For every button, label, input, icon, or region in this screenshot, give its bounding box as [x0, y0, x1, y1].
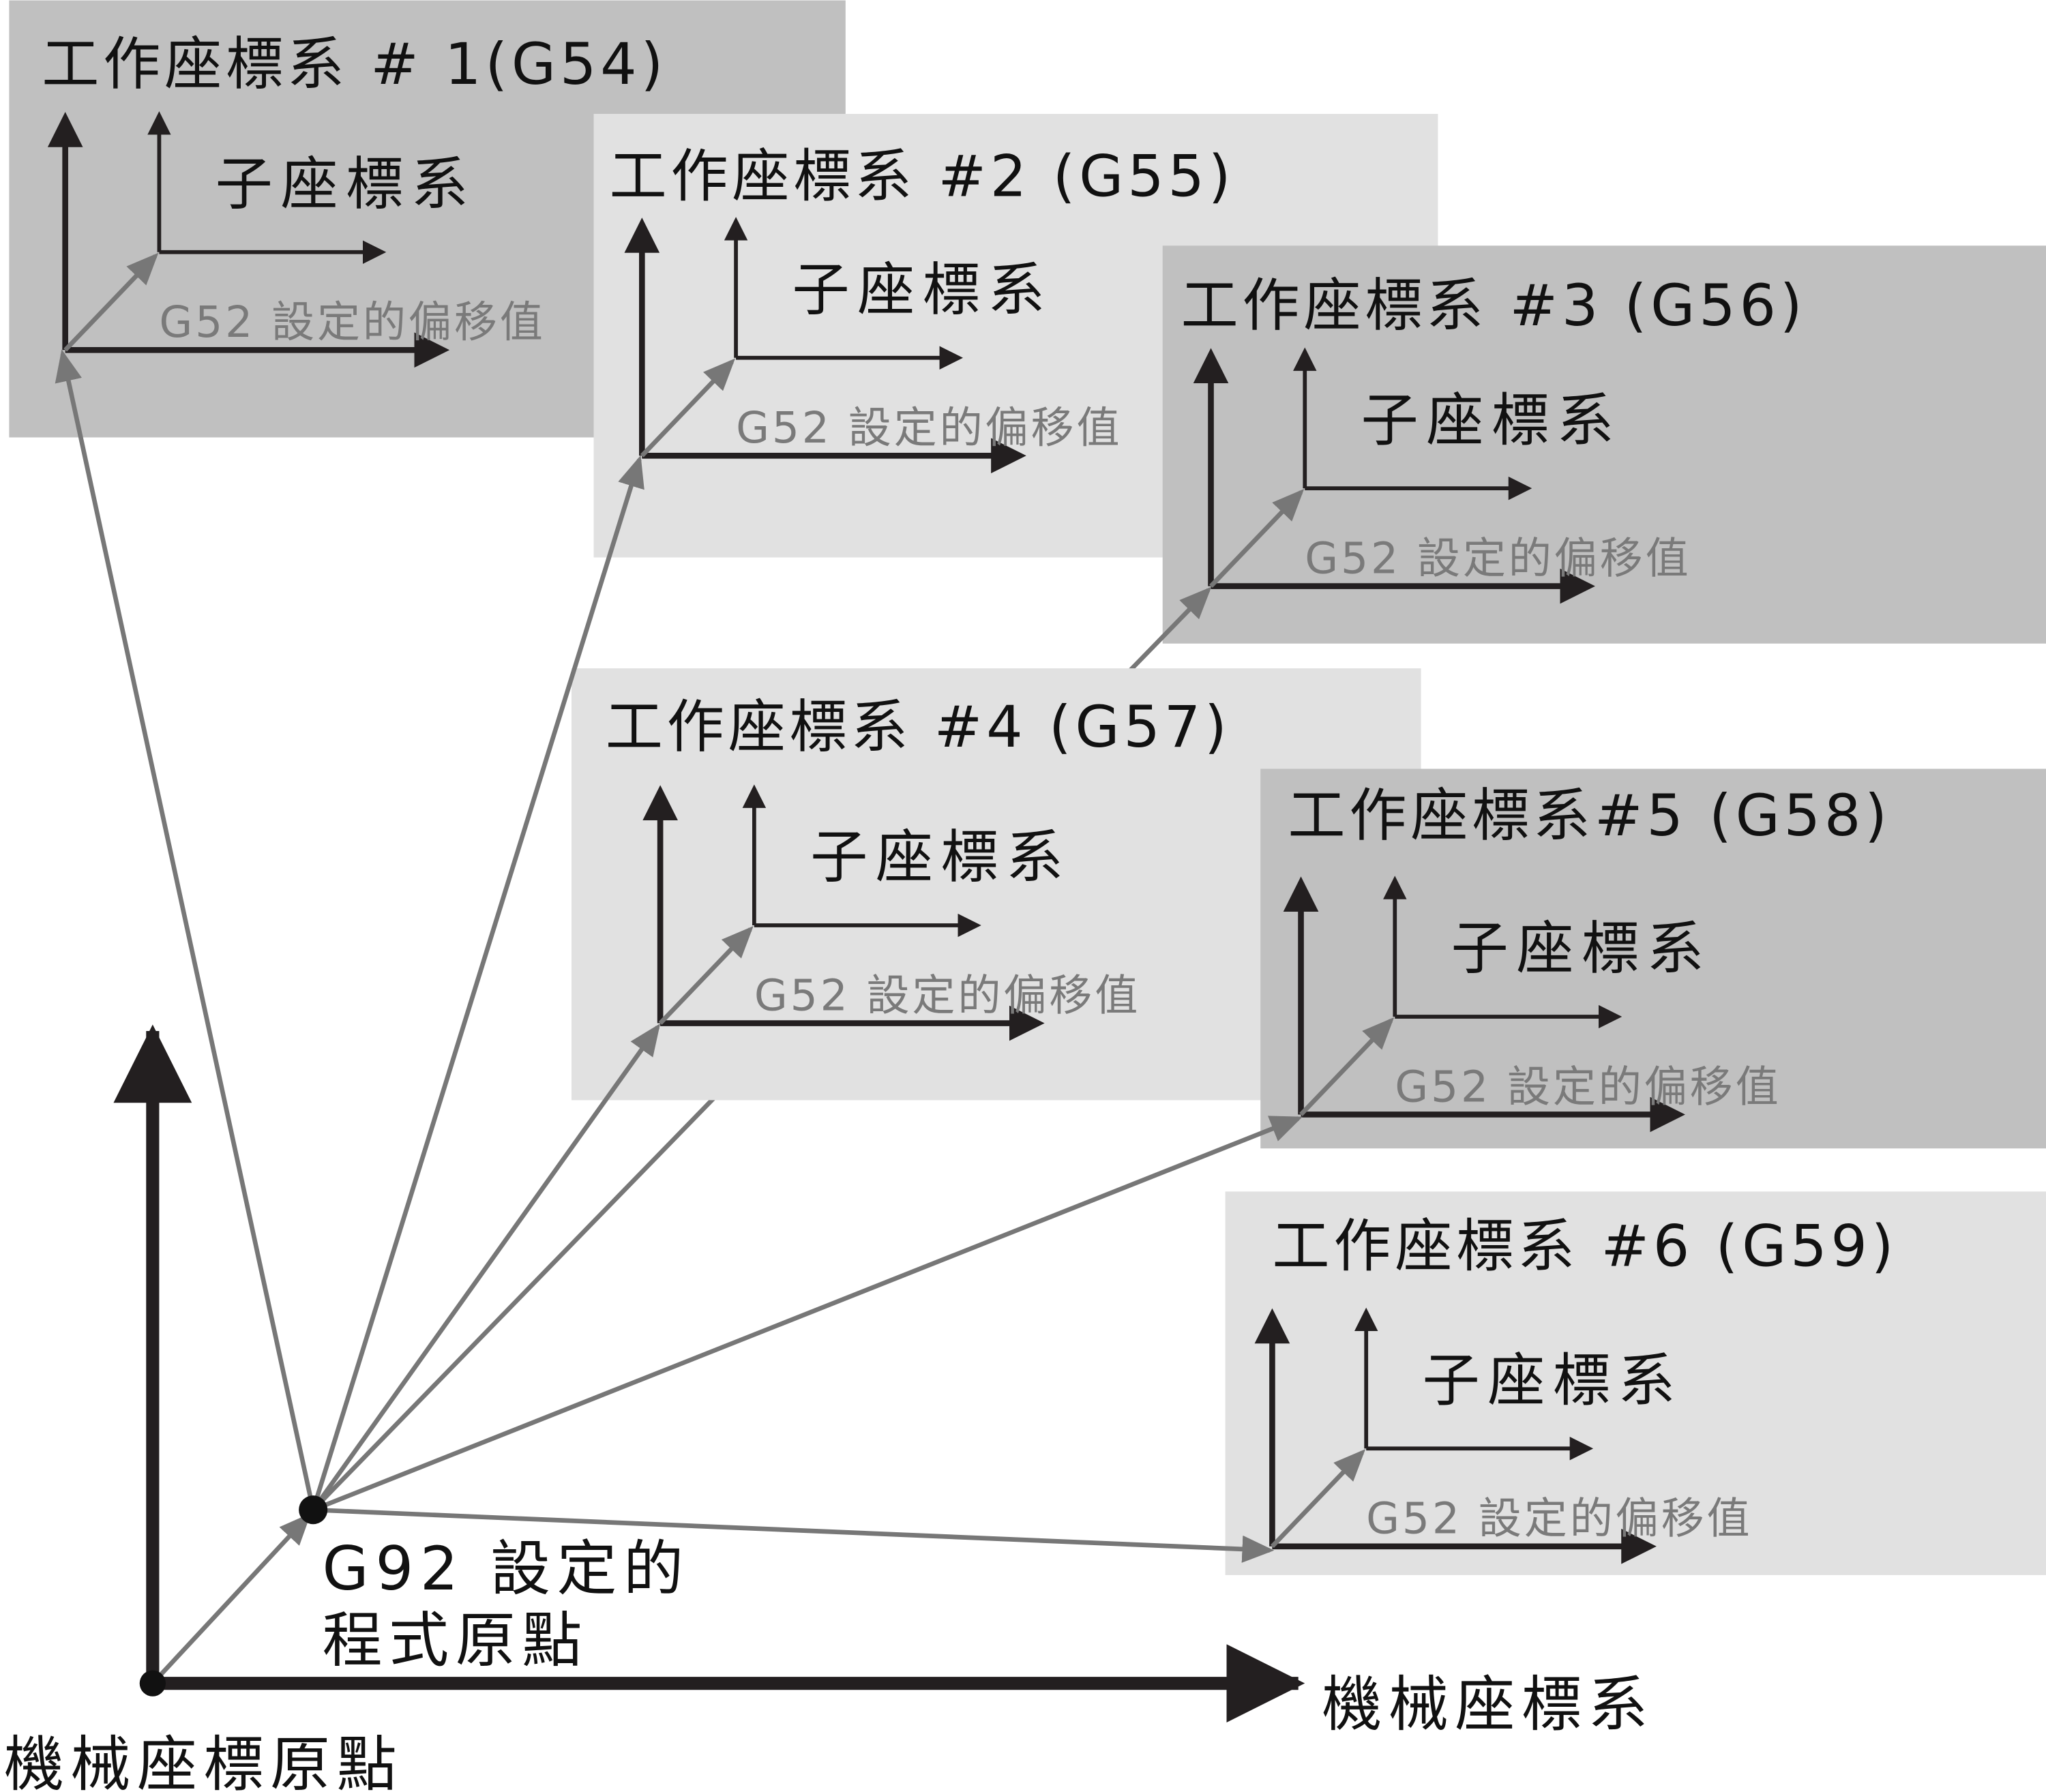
offset-arrows [55, 349, 1303, 1563]
work-system-title: 工作座標系#5 (G58) [1288, 782, 1891, 849]
machine-origin-label: 機械座標原點 [4, 1729, 403, 1792]
machine-coordinate-system: G92 設定的 程式原點 機械座標系 機械座標原點 [4, 1024, 1655, 1792]
g52-offset-label: G52 設定的偏移值 [736, 402, 1122, 453]
work-system-panel [1162, 245, 2046, 644]
sub-coordinate-label: 子座標系 [1422, 1347, 1683, 1414]
g52-offset-label: G52 設定的偏移值 [1395, 1061, 1781, 1111]
work-system-title: 工作座標系 #4 (G57) [606, 693, 1231, 760]
program-origin-dot [299, 1495, 328, 1525]
program-to-work-5-arrow [312, 1116, 1303, 1512]
g52-offset-label: G52 設定的偏移值 [1366, 1493, 1752, 1544]
machine-axis-label: 機械座標系 [1322, 1669, 1655, 1739]
work-system-panel [1260, 768, 2046, 1149]
g52-offset-arrow [1271, 1449, 1366, 1549]
machine-origin-dot [139, 1670, 166, 1697]
sub-coordinate-label: 子座標系 [1451, 915, 1713, 982]
work-system-panel [1225, 1191, 2046, 1575]
work-system-title: 工作座標系 # 1(G54) [42, 31, 667, 98]
g52-offset-arrow [1299, 1017, 1395, 1116]
g52-offset-label: G52 設定的偏移值 [754, 970, 1140, 1020]
g52-offset-label: G52 設定的偏移值 [159, 297, 545, 347]
work-system-title: 工作座標系 #3 (G56) [1181, 272, 1807, 339]
g52-offset-arrow [640, 358, 735, 458]
work-coordinate-system-3: 工作座標系 #3 (G56) 子座標系 G52 設定的偏移值 [1162, 245, 2046, 644]
work-coordinate-system-5: 工作座標系#5 (G58) 子座標系 G52 設定的偏移值 [1260, 768, 2046, 1149]
sub-coordinate-label: 子座標系 [792, 256, 1053, 323]
work-system-title: 工作座標系 #6 (G59) [1272, 1212, 1897, 1279]
program-to-work-2-arrow [310, 455, 644, 1511]
program-origin-label-line1: G92 設定的 [323, 1534, 690, 1604]
sub-coordinate-label: 子座標系 [1361, 387, 1622, 453]
sub-coordinate-label: 子座標系 [216, 151, 477, 218]
machine-to-program-arrow [151, 1512, 312, 1685]
program-to-work-6-arrow [313, 1507, 1275, 1563]
program-to-work-4-arrow [311, 1023, 661, 1512]
g52-offset-label: G52 設定的偏移值 [1305, 533, 1691, 583]
work-coordinate-system-6: 工作座標系 #6 (G59) 子座標系 G52 設定的偏移值 [1225, 1191, 2046, 1575]
program-origin-label-line2: 程式原點 [323, 1605, 589, 1675]
g52-offset-arrow [63, 252, 159, 352]
work-system-title: 工作座標系 #2 (G55) [609, 143, 1234, 210]
program-to-work-1-arrow [55, 349, 316, 1510]
g52-offset-arrow [1209, 489, 1305, 588]
sub-coordinate-label: 子座標系 [810, 824, 1071, 891]
g52-offset-arrow [658, 925, 754, 1025]
